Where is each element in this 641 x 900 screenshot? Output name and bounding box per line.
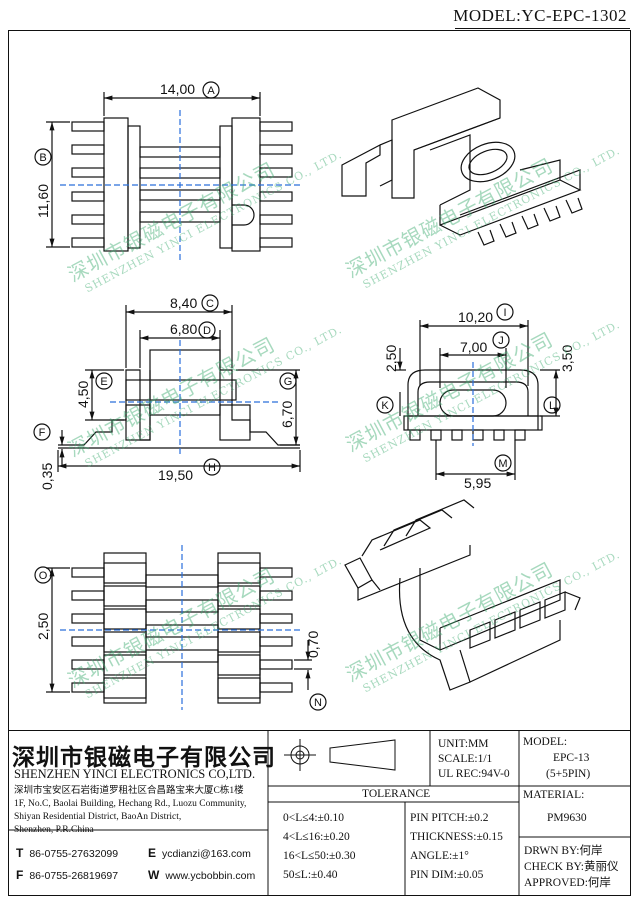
company-name-en: SHENZHEN YINCI ELECTRONICS CO,LTD. bbox=[14, 767, 256, 781]
checked-by: CHECK BY:黄丽仪 bbox=[524, 861, 619, 873]
callout-m: M bbox=[498, 458, 507, 470]
address-en-line-2: Shiyan Residential District, BaoAn Distr… bbox=[14, 812, 182, 822]
ul-rec: UL REC:94V-0 bbox=[438, 768, 510, 780]
dim-i-value: 10,20 bbox=[458, 309, 493, 325]
dim-e-value: 4,50 bbox=[75, 381, 91, 408]
top-view-right-pins bbox=[259, 121, 293, 248]
callout-k: K bbox=[381, 400, 389, 412]
dim-c-value: 8,40 bbox=[170, 295, 197, 311]
dim-b-value: 11,60 bbox=[35, 184, 51, 218]
dim-n-value: 0,70 bbox=[305, 631, 321, 658]
callout-a: A bbox=[207, 85, 215, 97]
title-block bbox=[8, 730, 631, 896]
callout-l: L bbox=[549, 400, 555, 412]
dim-l-value: 3,50 bbox=[559, 345, 575, 372]
company-address: 深圳市宝安区石岩街道罗租社区合昌路宝来大厦C栋1楼 1F, No.C, Baol… bbox=[14, 785, 274, 837]
approved-by: APPROVED:何岸 bbox=[524, 877, 611, 889]
dim-g-value: 6,70 bbox=[279, 401, 295, 428]
dim-d-value: 6,80 bbox=[170, 321, 197, 337]
callout-i: I bbox=[503, 307, 506, 319]
model-pins: (5+5PIN) bbox=[546, 768, 591, 780]
thickness: THICKNESS:±0.15 bbox=[410, 831, 503, 843]
model-label: MODEL: bbox=[523, 736, 568, 748]
tolerance-4: 50≤L:±0.40 bbox=[283, 869, 338, 881]
dim-m-value: 5,95 bbox=[464, 475, 491, 491]
isometric-view-bottom bbox=[344, 499, 581, 691]
callout-d: D bbox=[203, 325, 211, 337]
callouts: A B C D E F G H I J K L M N O bbox=[33, 81, 561, 711]
title-block-grid bbox=[8, 730, 631, 896]
bottom-view bbox=[46, 545, 312, 710]
callout-e: E bbox=[100, 376, 107, 388]
address-en-line-1: 1F, No.C, Baolai Building, Hechang Rd., … bbox=[14, 799, 247, 809]
drawn-by: DRWN BY:何岸 bbox=[524, 845, 603, 857]
angle: ANGLE:±1° bbox=[410, 850, 469, 862]
tolerance-3: 16<L≤50:±0.30 bbox=[283, 850, 356, 862]
model-title: MODEL:YC-EPC-1302 bbox=[453, 6, 627, 25]
callout-o: O bbox=[39, 570, 48, 582]
dim-o-value: 2,50 bbox=[35, 613, 51, 640]
front-view bbox=[396, 320, 560, 480]
dim-f-value: 0,35 bbox=[39, 463, 55, 490]
dim-k-value: 2,50 bbox=[383, 345, 399, 372]
drawing-frame bbox=[8, 30, 631, 896]
tolerance-label: TOLERANCE bbox=[362, 788, 431, 800]
address-cn: 深圳市宝安区石岩街道罗租社区合昌路宝来大厦C栋1楼 bbox=[14, 786, 244, 796]
pin-pitch: PIN PITCH:±0.2 bbox=[410, 812, 489, 824]
tolerance-2: 4<L≤16:±0.20 bbox=[283, 831, 350, 843]
tolerance-1: 0<L≤4:±0.10 bbox=[283, 812, 344, 824]
model-value: EPC-13 bbox=[553, 752, 590, 764]
callout-f: F bbox=[39, 427, 46, 439]
isometric-view-top bbox=[341, 87, 583, 246]
dim-j-value: 7,00 bbox=[460, 339, 487, 355]
callout-g: G bbox=[284, 376, 293, 388]
unit: UNIT:MM bbox=[438, 738, 489, 750]
material-label: MATERIAL: bbox=[523, 789, 585, 801]
material-value: PM9630 bbox=[547, 812, 587, 824]
top-view bbox=[46, 92, 300, 260]
dim-h-value: 19,50 bbox=[158, 467, 193, 483]
company-name-cn: 深圳市银磁电子有限公司 bbox=[12, 745, 276, 770]
callout-j: J bbox=[498, 335, 504, 347]
model-title-underline bbox=[455, 28, 630, 29]
callout-h: H bbox=[208, 462, 216, 474]
callout-n: N bbox=[314, 697, 322, 709]
scale: SCALE:1/1 bbox=[438, 753, 493, 765]
technical-drawing: 14,00 11,60 8,40 6,80 4,50 0,35 6,70 19,… bbox=[33, 81, 583, 711]
dim-a-value: 14,00 bbox=[160, 81, 195, 97]
pin-dim: PIN DIM:±0.05 bbox=[410, 869, 484, 881]
callout-b: B bbox=[39, 152, 46, 164]
callout-c: C bbox=[206, 298, 214, 310]
address-en-line-3: Shenzhen, P.R.China bbox=[14, 825, 94, 835]
